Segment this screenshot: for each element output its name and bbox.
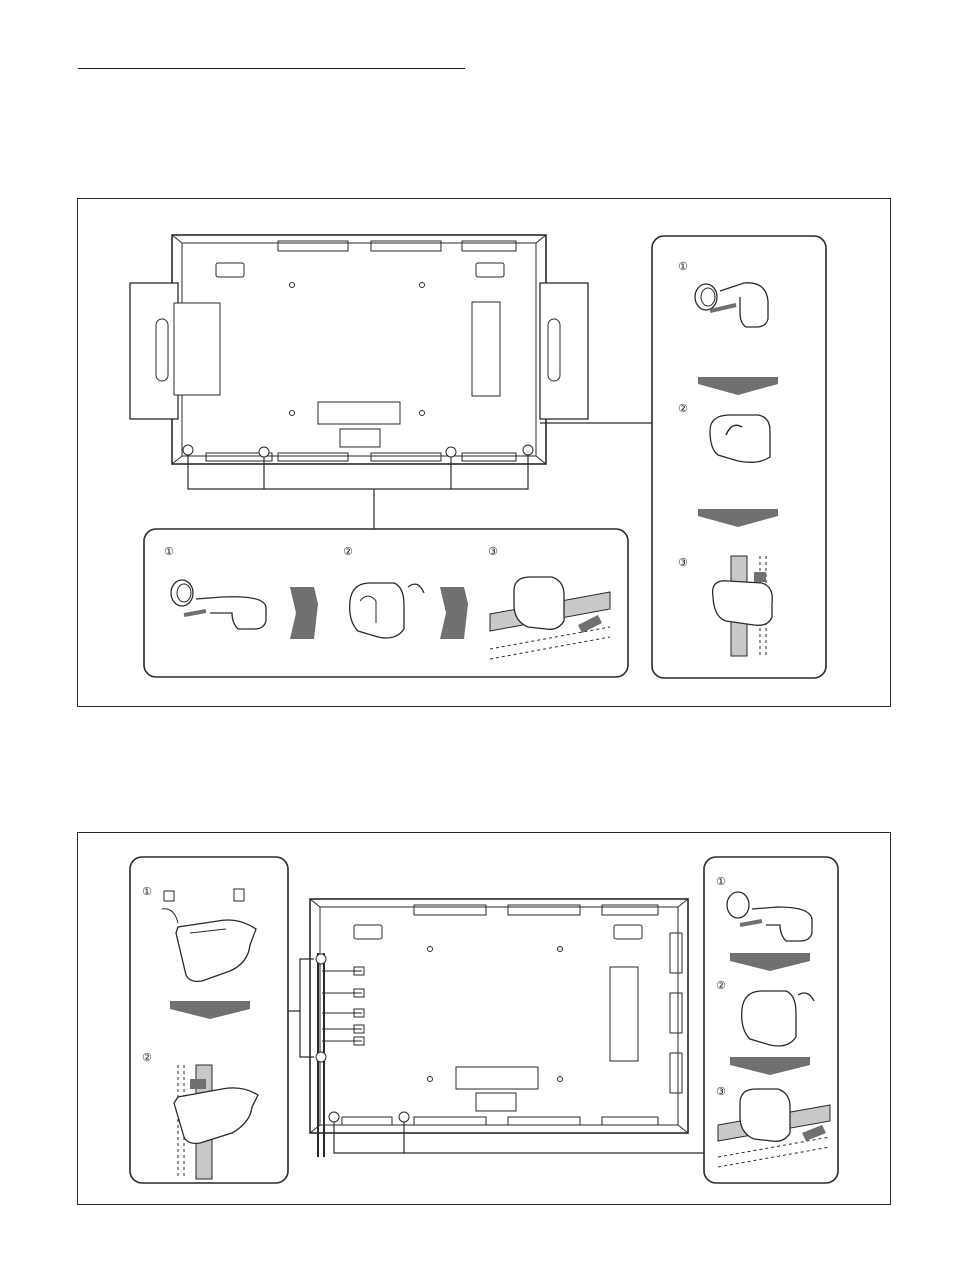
step-marker-1: ① [164,545,174,558]
step-marker-1: ① [716,875,726,888]
figure-1-illustration: ① ② ③ ① ② [78,199,892,708]
right-steps-panel: ① ② ③ [652,236,826,678]
bottom-steps-panel: ① ② ③ [144,529,628,677]
figure-cable-clamps-standard: ① ② ③ ① ② [77,198,891,707]
step-marker-3: ③ [488,545,498,558]
right-steps-panel: ① ② ③ [704,857,838,1183]
section-heading-rule [78,68,465,69]
monitor-rear-icon [130,235,588,464]
left-steps-panel: ① ② [130,857,288,1183]
step-marker-2: ② [343,545,353,558]
step-marker-2: ② [142,1051,152,1064]
figure-2-illustration: ① ② ① ② ③ [78,833,892,1206]
step-marker-2: ② [678,402,688,415]
figure-cable-clamps-alternate: ① ② ① ② ③ [77,832,891,1205]
step-marker-2: ② [716,979,726,992]
monitor-rear-icon [310,899,688,1157]
cable-clamp-icon [710,415,770,462]
step-marker-3: ③ [678,556,688,569]
step-marker-1: ① [678,260,688,273]
step-marker-1: ① [142,885,152,898]
step-marker-3: ③ [716,1085,726,1098]
